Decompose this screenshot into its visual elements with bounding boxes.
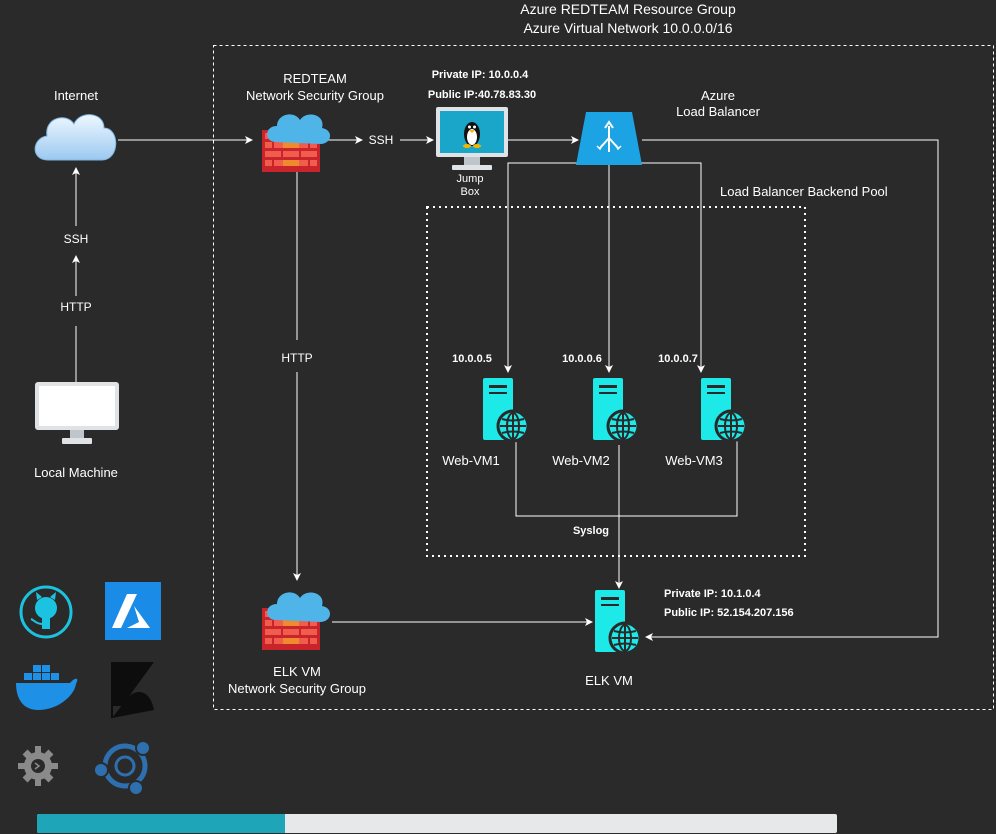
kibana-icon bbox=[111, 662, 154, 718]
nsg-redteam-line1: REDTEAM bbox=[283, 71, 347, 86]
ssh-label: SSH bbox=[369, 133, 394, 147]
elk-vm-label: ELK VM bbox=[585, 673, 633, 688]
load-balancer-icon bbox=[576, 112, 642, 165]
virtual-network-boundary bbox=[213, 45, 994, 710]
http-label: HTTP bbox=[281, 351, 312, 365]
link-lb-elkvm bbox=[642, 139, 939, 641]
elk-public-ip: Public IP: 52.154.207.156 bbox=[664, 607, 794, 619]
jumpbox-linux-icon bbox=[436, 107, 508, 170]
webvm2-label: Web-VM2 bbox=[552, 453, 610, 468]
title-line-2: Azure Virtual Network 10.0.0.0/16 bbox=[523, 20, 732, 36]
webvm3-label: Web-VM3 bbox=[665, 453, 723, 468]
http-label-left: HTTP bbox=[60, 300, 91, 314]
internet-label: Internet bbox=[54, 88, 98, 103]
webvm3-server-icon bbox=[699, 376, 748, 443]
nsg-elk-line2: Network Security Group bbox=[228, 681, 366, 696]
nsg-elk-line1: ELK VM bbox=[273, 664, 321, 679]
jumpbox-label-line1: Jump bbox=[457, 173, 484, 185]
internet-cloud-icon bbox=[34, 114, 117, 161]
nsg-elk-firewall-icon bbox=[262, 592, 331, 650]
elk-vm-server-icon bbox=[593, 588, 642, 655]
link-jumpbox-webvm1 bbox=[504, 162, 589, 373]
connectors bbox=[72, 136, 939, 641]
azure-icon bbox=[105, 582, 161, 640]
backend-pool-label: Load Balancer Backend Pool bbox=[720, 184, 888, 199]
webvm2-server-icon bbox=[591, 376, 640, 443]
local-machine-icon bbox=[35, 382, 119, 444]
local-machine-label: Local Machine bbox=[34, 465, 118, 480]
syslog-bus bbox=[515, 440, 738, 517]
webvm3-ip: 10.0.0.7 bbox=[658, 353, 698, 365]
github-icon bbox=[19, 585, 73, 639]
gear-terminal-icon bbox=[18, 746, 58, 786]
backend-pool-boundary bbox=[426, 206, 806, 557]
ssh-label-left: SSH bbox=[64, 232, 89, 246]
webvm1-ip: 10.0.0.5 bbox=[452, 353, 492, 365]
webvm2-ip: 10.0.0.6 bbox=[562, 353, 602, 365]
nsg-redteam-line2: Network Security Group bbox=[246, 88, 384, 103]
progress-bar bbox=[37, 814, 837, 833]
title-line-1: Azure REDTEAM Resource Group bbox=[520, 1, 736, 17]
nsg-redteam-firewall-icon bbox=[262, 114, 331, 172]
lb-label-line1: Azure bbox=[701, 88, 735, 103]
jumpbox-public-ip: Public IP:40.78.83.30 bbox=[428, 89, 536, 101]
ubuntu-icon bbox=[93, 740, 151, 796]
elk-private-ip: Private IP: 10.1.0.4 bbox=[664, 588, 761, 600]
webvm1-label: Web-VM1 bbox=[442, 453, 500, 468]
webvm1-server-icon bbox=[481, 376, 530, 443]
progress-bar-fill bbox=[37, 814, 285, 833]
link-jumpbox-webvm3 bbox=[630, 162, 705, 373]
docker-icon bbox=[16, 665, 78, 710]
lb-label-line2: Load Balancer bbox=[676, 104, 761, 119]
jumpbox-label-line2: Box bbox=[461, 186, 480, 198]
syslog-label: Syslog bbox=[573, 525, 609, 537]
jumpbox-private-ip: Private IP: 10.0.0.4 bbox=[432, 69, 529, 81]
